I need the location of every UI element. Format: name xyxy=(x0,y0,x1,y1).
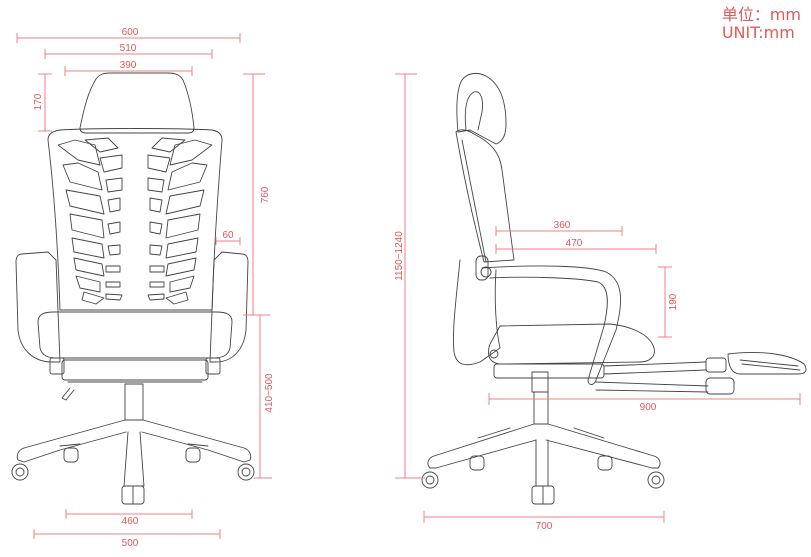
label-armrest-depth: 470 xyxy=(566,238,583,249)
label-armrest-width: 60 xyxy=(222,230,234,241)
label-base-width: 500 xyxy=(122,538,139,549)
side-armrest xyxy=(481,265,621,385)
label-headrest-height: 170 xyxy=(33,93,44,110)
dim-headrest-height: 170 xyxy=(33,73,52,132)
front-casters xyxy=(11,447,255,505)
label-total-height: 1150~1240 xyxy=(394,231,405,281)
front-view-chair xyxy=(11,72,255,505)
unit-label: 单位：mm UNIT:mm xyxy=(722,6,801,42)
front-seat-mechanism xyxy=(61,359,209,381)
label-base-depth: 700 xyxy=(536,521,553,532)
dim-overall-width: 600 xyxy=(16,27,241,43)
side-gas-cylinder xyxy=(531,371,549,393)
dim-backrest-width: 510 xyxy=(44,43,213,59)
dim-seat-depth: 360 xyxy=(495,220,623,236)
front-star-base xyxy=(16,419,252,487)
dim-base-depth: 700 xyxy=(423,511,665,532)
side-seat xyxy=(488,323,655,365)
label-footrest-extended-length: 900 xyxy=(640,402,657,413)
label-overall-width: 600 xyxy=(122,27,139,38)
dim-seat-pan-width: 460 xyxy=(65,509,193,527)
dim-backrest-height: 760 xyxy=(243,73,271,316)
side-dimensions: 1150~1240 360 470 190 900 xyxy=(394,73,801,532)
front-armrest-right xyxy=(209,251,249,363)
label-seat-pan-width: 460 xyxy=(122,516,139,527)
dim-total-height: 1150~1240 xyxy=(394,73,425,479)
unit-label-cn: 单位：mm xyxy=(721,5,801,24)
front-headrest xyxy=(79,72,195,134)
side-headrest xyxy=(456,72,507,145)
dim-headrest-width: 390 xyxy=(64,60,193,76)
dim-armrest-height: 190 xyxy=(658,266,679,338)
dim-base-width: 500 xyxy=(33,529,221,549)
side-footrest xyxy=(595,352,807,395)
unit-label-en: UNIT:mm xyxy=(721,23,795,42)
side-back-frame xyxy=(453,259,501,366)
front-backrest xyxy=(47,128,223,311)
backrest-mesh-pattern xyxy=(57,137,213,305)
dim-armrest-depth: 470 xyxy=(495,238,657,254)
side-star-base xyxy=(427,423,661,487)
label-seat-height: 410~500 xyxy=(264,373,275,413)
dim-footrest-extended-length: 900 xyxy=(488,393,801,413)
label-seat-depth: 360 xyxy=(554,220,571,231)
side-view-chair xyxy=(421,72,807,505)
label-backrest-height: 760 xyxy=(260,186,271,203)
side-backrest xyxy=(455,129,515,263)
front-seat-cushion xyxy=(37,311,233,359)
dim-armrest-width: 60 xyxy=(215,230,241,245)
label-headrest-width: 390 xyxy=(120,60,137,71)
front-armrest-left xyxy=(15,251,61,363)
dim-seat-height: 410~500 xyxy=(254,315,275,479)
side-casters xyxy=(421,455,665,505)
front-gas-cylinder xyxy=(124,383,144,421)
label-backrest-width: 510 xyxy=(120,43,137,54)
front-dimensions: 600 510 390 170 760 60 xyxy=(16,27,275,549)
label-armrest-height: 190 xyxy=(668,293,679,310)
